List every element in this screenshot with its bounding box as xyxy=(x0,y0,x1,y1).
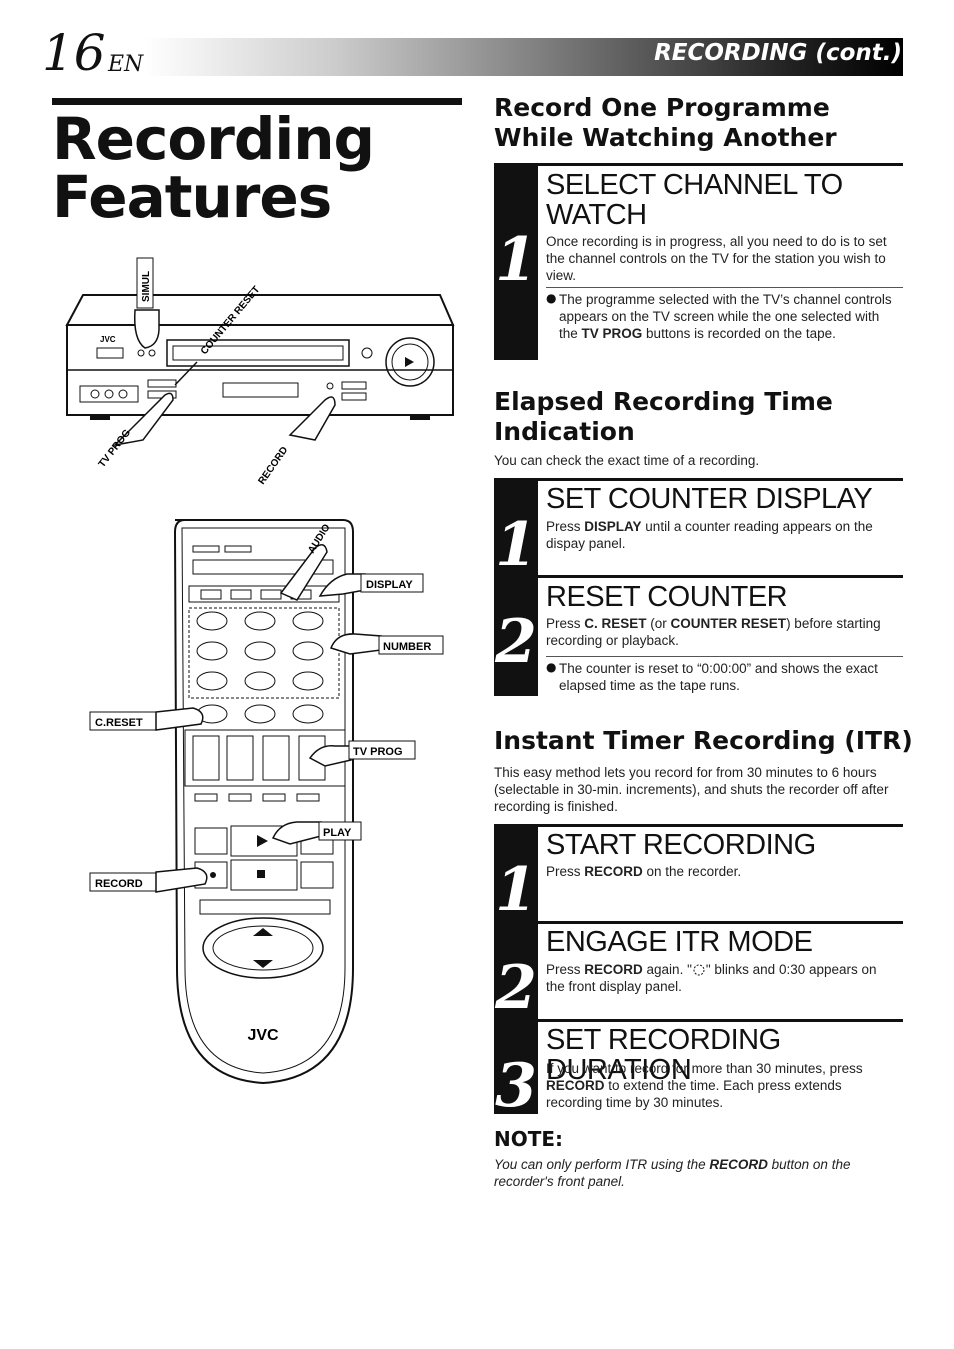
section-title: RECORDING (cont.) xyxy=(654,40,902,66)
s3-step3-rule xyxy=(538,1019,903,1022)
s3-step3-title: SET RECORDING DURATION xyxy=(546,1024,781,1086)
tape-slot xyxy=(166,339,350,367)
s2-step2-bullet-rule xyxy=(546,656,903,657)
display-label: DISPLAY xyxy=(366,579,413,591)
s1-step1-bullet-rule xyxy=(546,287,903,288)
s3-step3-text: If you want to record for more than 30 m… xyxy=(546,1061,863,1110)
number-label: NUMBER xyxy=(383,641,431,653)
section3-heading: Instant Timer Recording (ITR) xyxy=(494,726,913,755)
remote-brand: JVC xyxy=(247,1027,279,1044)
title-rule xyxy=(52,98,462,105)
note-heading: NOTE: xyxy=(494,1127,564,1151)
vcr-brand: JVC xyxy=(100,335,116,344)
s3-step2-rule xyxy=(538,921,903,924)
vcr-top xyxy=(65,294,455,326)
s1-step1-title: SELECT CHANNEL TO WATCH xyxy=(546,169,843,231)
front-display xyxy=(222,382,299,398)
nav-dial xyxy=(202,917,324,979)
simul-label: SIMUL xyxy=(141,271,152,302)
section2-desc: You can check the exact time of a record… xyxy=(494,453,760,468)
s3-step2-text: Press RECORD again. "" blinks and 0:30 a… xyxy=(546,962,877,994)
s3-step2-title: ENGAGE ITR MODE xyxy=(546,926,813,958)
page-title: Recording Features xyxy=(52,110,472,226)
s3-step1-title: START RECORDING xyxy=(546,829,816,861)
s1-step1-number: 1 xyxy=(495,225,537,295)
page-number: 16 xyxy=(42,24,106,82)
s2-step2-bullet: The counter is reset to “0:00:00” and sh… xyxy=(559,661,878,693)
s1-step1-text: Once recording is in progress, all you n… xyxy=(546,234,887,283)
s2-step1-title: SET COUNTER DISPLAY xyxy=(546,483,873,515)
page-title-line1: Recording xyxy=(52,105,375,173)
jog-dial xyxy=(385,337,435,387)
tv-prog-remote-label: TV PROG xyxy=(353,746,403,758)
page-title-line2: Features xyxy=(52,163,332,231)
s1-step1-bullet: The programme selected with the TV’s cha… xyxy=(559,292,892,341)
vcr-illustration: JVC SIMUL COUNTER RESET TV PROG RECORD xyxy=(65,257,455,487)
s2-step2-text: Press C. RESET (or COUNTER RESET) before… xyxy=(546,616,881,648)
s1-step1-rule xyxy=(538,163,903,166)
s3-step3-number: 3 xyxy=(495,1051,537,1121)
s1-step1-bar xyxy=(494,163,538,360)
play-label: PLAY xyxy=(323,827,352,839)
s3-step1-text: Press RECORD on the recorder. xyxy=(546,864,742,879)
s2-step1-text: Press DISPLAY until a counter reading ap… xyxy=(546,519,873,551)
s3-step1-number: 1 xyxy=(495,855,537,925)
bullet-dot: ● xyxy=(546,291,557,305)
s2-step2-title: RESET COUNTER xyxy=(546,581,788,613)
page-lang: EN xyxy=(108,52,144,77)
section2-heading: Elapsed Recording Time Indication xyxy=(494,387,833,446)
section1-heading: Record One Programme While Watching Anot… xyxy=(494,93,837,152)
s2-step2-number: 2 xyxy=(495,607,537,677)
s3-steps-bar xyxy=(494,824,538,1114)
record-remote-label: RECORD xyxy=(95,878,143,890)
remote-illustration: JVC AUDIO DISPLAY NUMBER C.RESET TV PROG… xyxy=(89,519,444,1085)
section3-desc: This easy method lets you record for fro… xyxy=(494,765,889,814)
s2-step1-rule xyxy=(538,478,903,481)
s2-steps-bar xyxy=(494,478,538,696)
timer-icon xyxy=(693,964,705,976)
s3-step2-number: 2 xyxy=(495,953,537,1023)
s2-step2-rule xyxy=(538,575,903,578)
note-text: You can only perform ITR using the RECOR… xyxy=(494,1157,851,1189)
s2-step1-number: 1 xyxy=(495,510,537,580)
s3-step1-rule xyxy=(538,824,903,827)
header-bar xyxy=(145,38,903,76)
c-reset-label: C.RESET xyxy=(95,717,143,729)
record-vcr-label: RECORD xyxy=(256,445,290,487)
tv-prog-vcr-label: TV PROG xyxy=(97,427,134,469)
bullet-dot: ● xyxy=(546,660,557,674)
